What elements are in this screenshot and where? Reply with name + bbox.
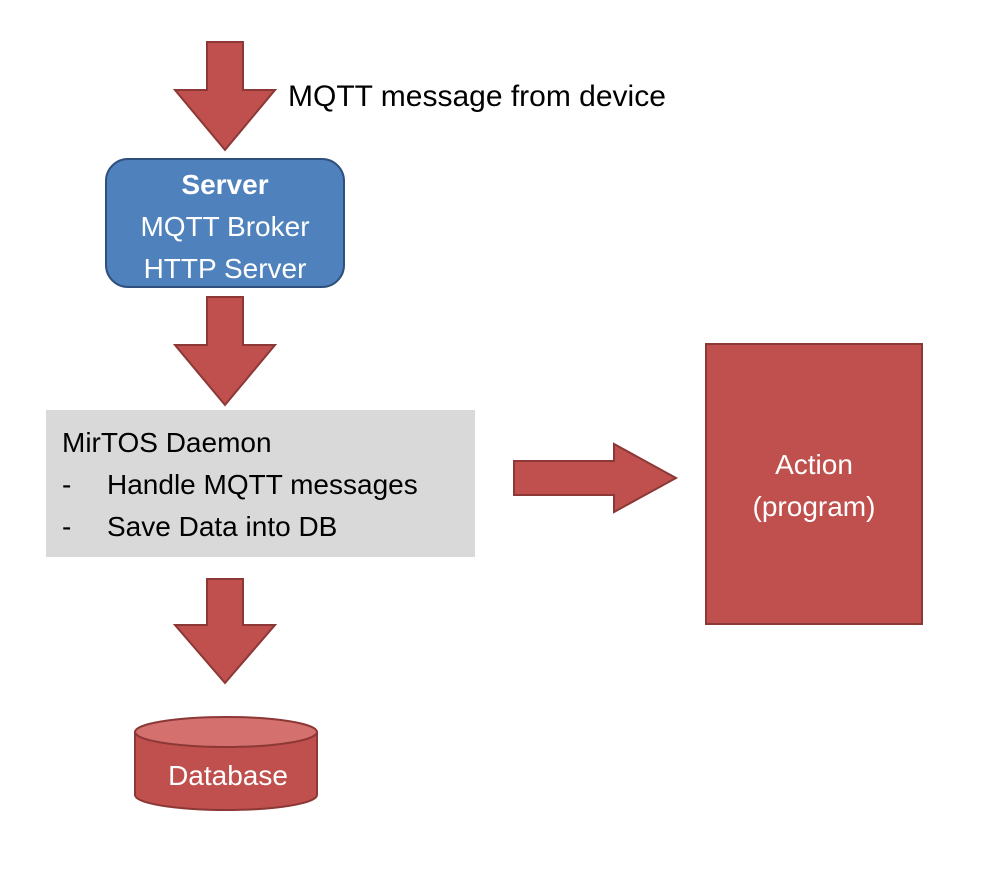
database-top xyxy=(134,716,318,748)
daemon-bullet-1-marker: - xyxy=(62,469,71,500)
server-line-broker: MQTT Broker xyxy=(140,211,309,242)
daemon-to-action-arrow xyxy=(513,442,679,514)
server-to-daemon-arrow xyxy=(172,296,278,407)
daemon-bullet-1: Handle MQTT messages xyxy=(107,469,418,500)
database-cylinder xyxy=(134,716,318,811)
incoming-arrow xyxy=(172,41,278,152)
daemon-title: MirTOS Daemon xyxy=(62,427,272,458)
server-line-http: HTTP Server xyxy=(144,253,307,284)
daemon-bullet-2-marker: - xyxy=(62,511,71,542)
incoming-label: MQTT message from device xyxy=(288,80,666,113)
daemon-box xyxy=(46,410,475,557)
action-line-1: Action xyxy=(775,449,853,480)
server-box xyxy=(105,158,345,288)
action-line-2: (program) xyxy=(753,491,876,522)
server-title: Server xyxy=(181,169,268,200)
daemon-to-database-arrow xyxy=(172,578,278,685)
action-box xyxy=(705,343,923,625)
database-body xyxy=(134,731,318,811)
database-label: Database xyxy=(168,760,288,791)
daemon-bullet-2: Save Data into DB xyxy=(107,511,337,542)
